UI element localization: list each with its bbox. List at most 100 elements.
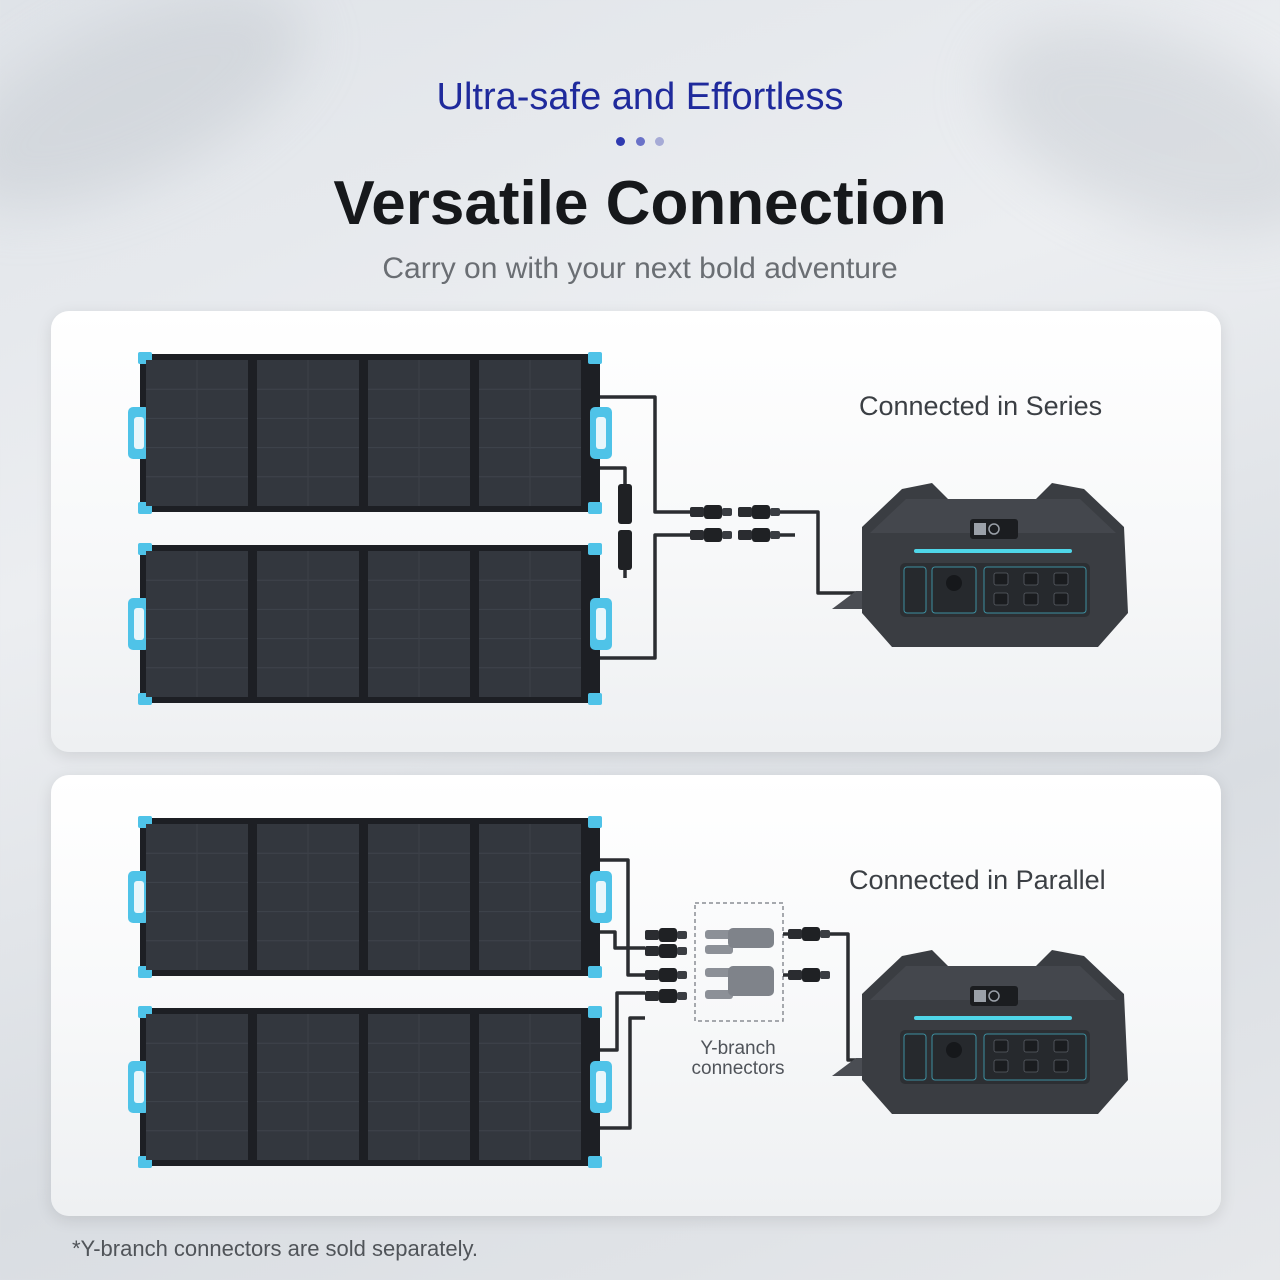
station-top bbox=[870, 966, 1116, 1000]
connector-body bbox=[752, 528, 770, 542]
cable bbox=[600, 1016, 645, 1130]
cable bbox=[600, 858, 645, 977]
series-link-connector bbox=[618, 484, 632, 524]
connector-tip bbox=[677, 947, 687, 955]
ac-outlet bbox=[993, 1039, 1009, 1053]
ac-outlet bbox=[993, 592, 1009, 606]
ybranch-arm bbox=[705, 930, 733, 939]
station-top bbox=[870, 499, 1116, 533]
cable bbox=[600, 533, 690, 660]
panel-corner bbox=[588, 543, 602, 555]
usb-ports bbox=[903, 1033, 927, 1081]
ac-outlet bbox=[993, 572, 1009, 586]
station-glow-bar bbox=[914, 1016, 1072, 1020]
ybranch-label: Y-branch connectors bbox=[677, 1039, 799, 1079]
mc4-connector-icon bbox=[690, 528, 732, 542]
cable bbox=[600, 395, 690, 514]
ybranch-body bbox=[728, 966, 774, 996]
dc-port bbox=[946, 575, 962, 591]
ac-outlet bbox=[1023, 592, 1039, 606]
cable bbox=[600, 930, 645, 950]
page-subtitle: Carry on with your next bold adventure bbox=[382, 252, 898, 285]
ac-outlet bbox=[1053, 592, 1069, 606]
usb-ports bbox=[903, 566, 927, 614]
connector-body bbox=[738, 507, 752, 517]
ybranch-label-line1: Y-branch bbox=[700, 1038, 776, 1059]
panel-corner bbox=[588, 1006, 602, 1018]
connector-body bbox=[802, 968, 820, 982]
mc4-connector-icon bbox=[645, 968, 687, 982]
ac-outlet bbox=[1053, 572, 1069, 586]
ybranch-arm bbox=[705, 990, 733, 999]
ac-outlet bbox=[1023, 572, 1039, 586]
page-title: Versatile Connection bbox=[333, 169, 947, 238]
dc-port bbox=[946, 1042, 962, 1058]
panel-corner bbox=[588, 966, 602, 978]
connector-tip bbox=[770, 508, 780, 516]
connector-body bbox=[659, 944, 677, 958]
dot-icon bbox=[635, 137, 645, 146]
connector-tip bbox=[770, 531, 780, 539]
connector-tip bbox=[820, 971, 830, 979]
solar-panel-icon bbox=[128, 543, 612, 705]
cable bbox=[780, 510, 862, 595]
ac-outlet bbox=[1053, 1039, 1069, 1053]
panel-corner bbox=[588, 352, 602, 364]
panel-handle-hole bbox=[596, 881, 606, 913]
ac-outlet bbox=[1023, 1039, 1039, 1053]
panel-handle-hole bbox=[596, 608, 606, 640]
station-glow-bar bbox=[914, 549, 1072, 553]
station-screen-digit bbox=[974, 990, 986, 1002]
ybranch-box bbox=[694, 902, 784, 1022]
connector-body bbox=[659, 928, 677, 942]
panel-handle-hole bbox=[134, 881, 144, 913]
dot-icon bbox=[654, 137, 664, 146]
panel-handle-hole bbox=[134, 1071, 144, 1103]
mc4-connector-icon bbox=[788, 968, 830, 982]
series-link-connector bbox=[618, 530, 632, 570]
solar-panel-icon bbox=[128, 816, 612, 978]
connector-tip bbox=[820, 930, 830, 938]
connector-body bbox=[738, 530, 752, 540]
connector-tip bbox=[677, 971, 687, 979]
pagination-dots-icon bbox=[0, 133, 1280, 151]
panel-handle-hole bbox=[596, 417, 606, 449]
connector-tip bbox=[722, 508, 732, 516]
station-screen-digit bbox=[974, 523, 986, 535]
mc4-connector-icon bbox=[738, 505, 780, 519]
connector-body bbox=[645, 970, 659, 980]
eyebrow-heading: Ultra-safe and Effortless bbox=[436, 76, 844, 118]
panel-corner bbox=[588, 502, 602, 514]
connector-body bbox=[704, 505, 722, 519]
ybranch-body bbox=[728, 928, 774, 948]
connector-body bbox=[659, 989, 677, 1003]
dot-icon bbox=[616, 137, 626, 146]
connector-body bbox=[645, 930, 659, 940]
panel-corner bbox=[588, 693, 602, 705]
panel-handle-hole bbox=[596, 1071, 606, 1103]
connector-tip bbox=[722, 531, 732, 539]
mc4-connector-icon bbox=[645, 989, 687, 1003]
ac-outlet bbox=[1053, 1059, 1069, 1073]
connector-body bbox=[645, 946, 659, 956]
connector-body bbox=[802, 927, 820, 941]
cable bbox=[600, 466, 627, 488]
solar-panel-icon bbox=[128, 1006, 612, 1168]
connector-body bbox=[752, 505, 770, 519]
panel-handle-hole bbox=[134, 417, 144, 449]
parallel-label: Connected in Parallel bbox=[849, 865, 1106, 895]
power-station-icon bbox=[832, 483, 1128, 647]
ybranch-arm bbox=[705, 945, 733, 954]
mc4-connector-icon bbox=[788, 927, 830, 941]
mc4-connector-icon bbox=[645, 928, 687, 942]
panel-corner bbox=[588, 816, 602, 828]
mc4-connector-icon bbox=[690, 505, 732, 519]
ybranch-arm bbox=[705, 968, 733, 977]
connector-body bbox=[690, 507, 704, 517]
footnote: *Y-branch connectors are sold separately… bbox=[72, 1236, 479, 1261]
mc4-connector-icon bbox=[645, 944, 687, 958]
mc4-connector-icon bbox=[738, 528, 780, 542]
station-screen-ring bbox=[988, 523, 1000, 535]
ac-outlet bbox=[993, 1059, 1009, 1073]
